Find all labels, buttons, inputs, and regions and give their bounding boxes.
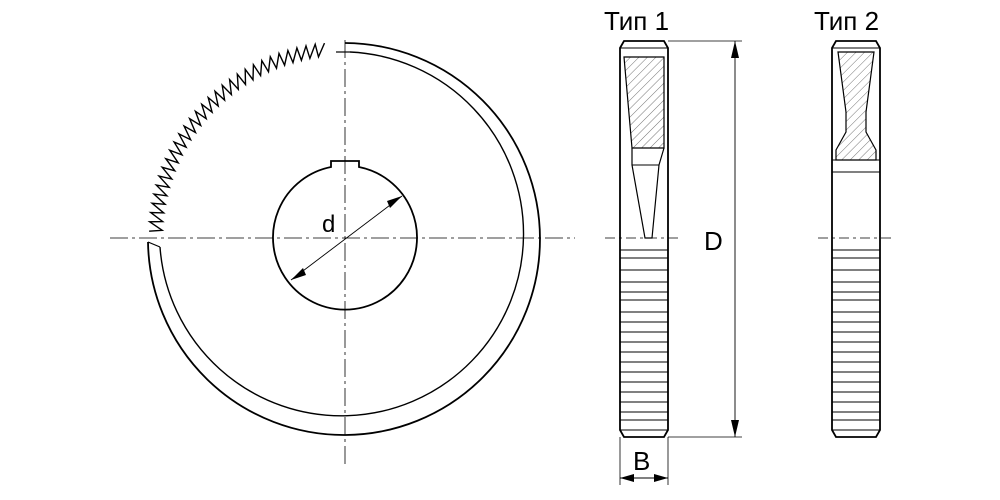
dimension-arrow bbox=[387, 196, 402, 208]
type2-title: Тип 2 bbox=[814, 6, 879, 36]
outer-diameter-label: D bbox=[704, 226, 723, 256]
bore-diameter-dimension-line bbox=[290, 195, 403, 281]
type1-hatched-section bbox=[623, 56, 665, 149]
disc-outer-contour bbox=[147, 42, 541, 436]
dimension-arrow bbox=[731, 420, 739, 437]
dimension-arrow bbox=[654, 474, 668, 482]
side-view-type-2 bbox=[818, 40, 895, 438]
dimension-arrow bbox=[731, 41, 739, 58]
side-view-type-1 bbox=[605, 40, 742, 485]
saw-teeth bbox=[147, 41, 326, 232]
front-view bbox=[110, 40, 575, 465]
width-label: B bbox=[633, 446, 650, 476]
type1-title: Тип 1 bbox=[604, 6, 669, 36]
type2-hatched-section bbox=[835, 51, 877, 161]
dimension-arrow bbox=[291, 268, 306, 280]
bore-diameter-label: d bbox=[322, 211, 335, 238]
type1-tooth-lines bbox=[620, 249, 668, 421]
tooth-gap-edge-left bbox=[147, 241, 161, 248]
dimension-arrow bbox=[620, 474, 634, 482]
type2-tooth-lines bbox=[832, 249, 880, 421]
disc-inner-arc bbox=[159, 51, 525, 417]
type1-side-relief bbox=[631, 147, 665, 239]
bore-with-keyway bbox=[272, 160, 418, 311]
